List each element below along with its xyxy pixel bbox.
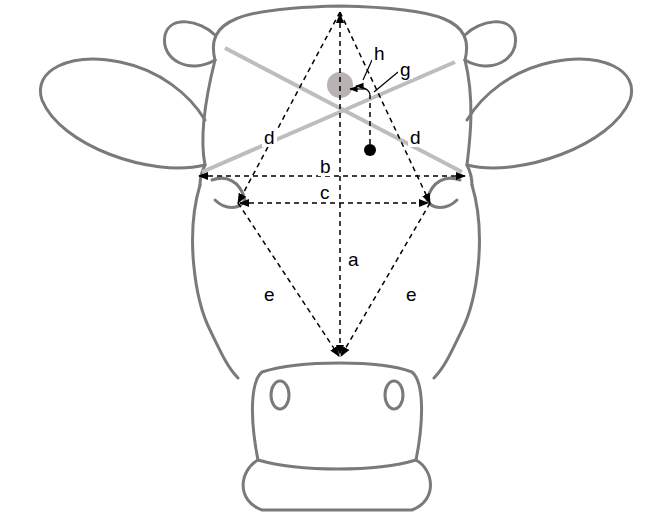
measurement-label: a [346,250,361,269]
measurement-label: e [262,285,277,304]
measurement-label: h [372,44,387,63]
measurement-label: g [398,60,413,79]
measurement-label: d [408,128,423,147]
measurement-label: d [262,128,277,147]
measurement-label: c [318,183,332,202]
measurement-label: e [404,285,419,304]
measurement-label: b [318,157,333,176]
